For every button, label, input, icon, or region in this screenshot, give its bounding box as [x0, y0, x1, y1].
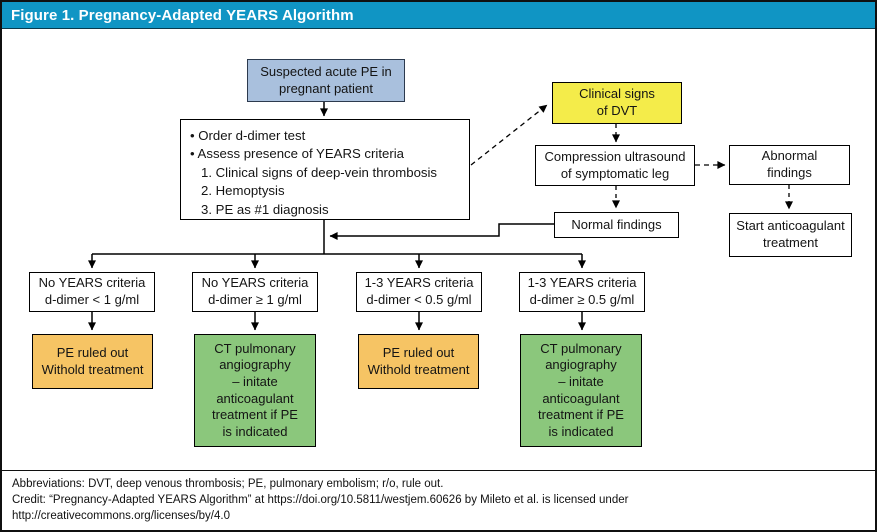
node-abnormal-findings: Abnormal findings	[729, 145, 850, 185]
node-start-anticoagulant: Start anticoagulant treatment	[729, 213, 852, 257]
node-years-criteria: • Order d-dimer test • Assess presence o…	[180, 119, 470, 220]
abbreviations-text: Abbreviations: DVT, deep venous thrombos…	[12, 478, 444, 490]
credit-text-line2: http://creativecommons.org/licenses/by/4…	[12, 510, 230, 523]
node-branch-no-years-low-ddimer: No YEARS criteria d-dimer < 1 g/ml	[29, 272, 155, 312]
node-outcome-pe-ruled-out-2: PE ruled out Withold treatment	[358, 334, 479, 389]
node-clinical-signs-dvt: Clinical signs of DVT	[552, 82, 682, 124]
credit-text-line1: Credit: “Pregnancy-Adapted YEARS Algorit…	[12, 494, 629, 507]
node-normal-findings: Normal findings	[554, 212, 679, 238]
footer-divider	[2, 470, 875, 471]
figure-title-bar: Figure 1. Pregnancy-Adapted YEARS Algori…	[2, 2, 875, 29]
node-suspected-pe: Suspected acute PE in pregnant patient	[247, 59, 405, 102]
node-branch-13-years-high-ddimer: 1-3 YEARS criteria d-dimer ≥ 0.5 g/ml	[519, 272, 645, 312]
node-outcome-ct-angiography-2: CT pulmonary angiography – initate antic…	[520, 334, 642, 447]
figure-footnote: Abbreviations: DVT, deep venous thrombos…	[12, 476, 867, 524]
node-branch-no-years-high-ddimer: No YEARS criteria d-dimer ≥ 1 g/ml	[192, 272, 318, 312]
node-outcome-pe-ruled-out-1: PE ruled out Withold treatment	[32, 334, 153, 389]
node-compression-ultrasound: Compression ultrasound of symptomatic le…	[535, 145, 695, 186]
node-outcome-ct-angiography-1: CT pulmonary angiography – initate antic…	[194, 334, 316, 447]
figure-title: Figure 1. Pregnancy-Adapted YEARS Algori…	[11, 6, 354, 24]
node-branch-13-years-low-ddimer: 1-3 YEARS criteria d-dimer < 0.5 g/ml	[356, 272, 482, 312]
